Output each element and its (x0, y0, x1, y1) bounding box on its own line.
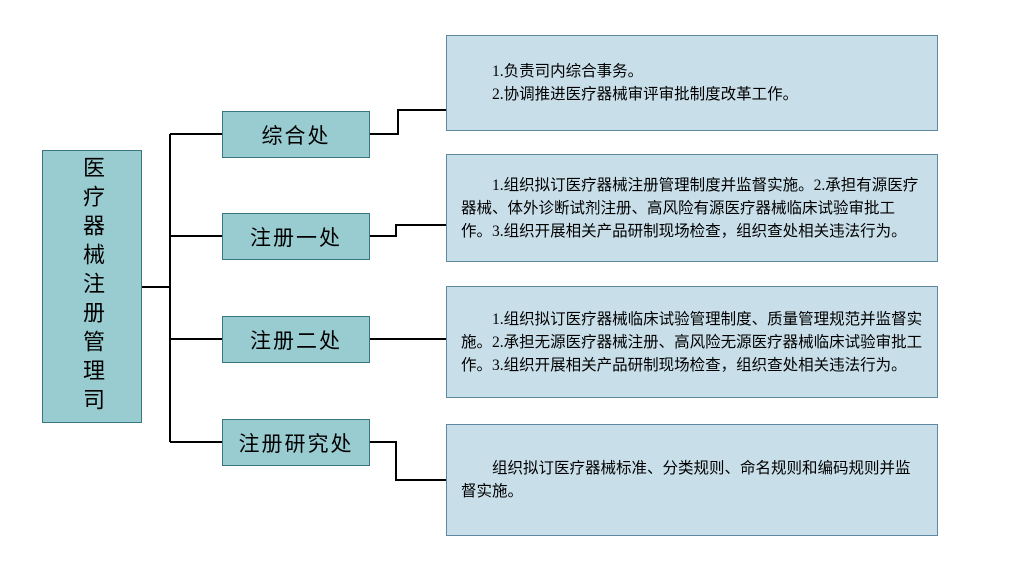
detail-box-zonghechu: 1.负责司内综合事务。 2.协调推进医疗器械审评审批制度改革工作。 (446, 35, 938, 131)
branch-node-label: 综合处 (261, 123, 331, 148)
detail-text: 组织拟订医疗器械标准、分类规则、命名规则和编码规则并监督实施。 (461, 460, 911, 500)
detail-text: 2.协调推进医疗器械审评审批制度改革工作。 (492, 86, 799, 103)
connector-branch-0 (370, 109, 446, 135)
detail-text: 1.负责司内综合事务。 (492, 63, 644, 80)
detail-box-zhuce-yanjiuchu: 组织拟订医疗器械标准、分类规则、命名规则和编码规则并监督实施。 (446, 424, 938, 536)
connector-branch-1 (370, 224, 446, 237)
detail-box-zhuce-erchu: 1.组织拟订医疗器械临床试验管理制度、质量管理规范并监督实施。2.承担无源医疗器… (446, 286, 938, 398)
detail-text: 1.组织拟订医疗器械注册管理制度并监督实施。2.承担有源医疗器械、体外诊断试剂注… (461, 176, 919, 240)
detail-box-zhuce-yichu: 1.组织拟订医疗器械注册管理制度并监督实施。2.承担有源医疗器械、体外诊断试剂注… (446, 154, 938, 262)
root-spine-connector (142, 133, 222, 443)
branch-node-zhuce-yanjiuchu: 注册研究处 (222, 419, 370, 466)
root-node: 医疗器械注册管理司 (42, 150, 142, 423)
branch-node-zhuce-erchu: 注册二处 (222, 316, 370, 363)
connector-branch-3 (370, 441, 446, 481)
branch-node-label: 注册一处 (250, 225, 342, 250)
root-node-label: 医疗器械注册管理司 (80, 156, 105, 417)
detail-text: 1.组织拟订医疗器械临床试验管理制度、质量管理规范并监督实施。2.承担无源医疗器… (461, 310, 923, 374)
branch-node-zhuce-yichu: 注册一处 (222, 213, 370, 260)
branch-node-zonghechu: 综合处 (222, 111, 370, 158)
branch-node-label: 注册研究处 (238, 431, 354, 456)
branch-node-label: 注册二处 (250, 328, 342, 353)
